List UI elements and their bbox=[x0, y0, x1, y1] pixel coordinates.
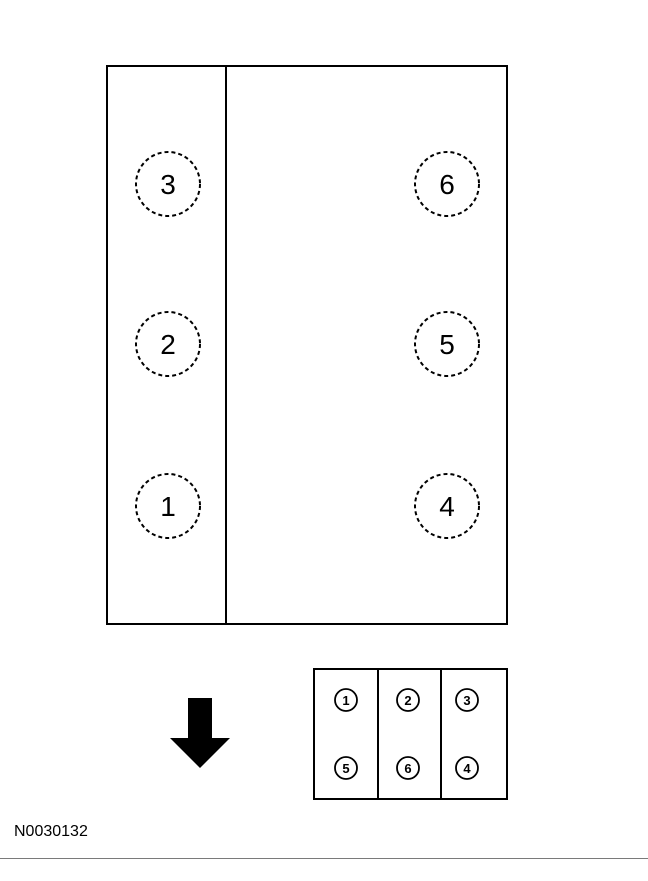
coil-terminal-2: 2 bbox=[396, 688, 420, 712]
engine-block-outline bbox=[106, 65, 508, 625]
coil-pack-outline bbox=[313, 668, 508, 800]
coil-terminal-4-label: 4 bbox=[463, 761, 471, 776]
coil-terminal-1: 1 bbox=[334, 688, 358, 712]
cylinder-2-label: 2 bbox=[160, 329, 176, 360]
bottom-rule bbox=[0, 858, 648, 859]
cylinder-6-label: 6 bbox=[439, 169, 455, 200]
coil-terminal-1-label: 1 bbox=[342, 693, 349, 708]
cylinder-5-label: 5 bbox=[439, 329, 455, 360]
cylinder-2: 2 bbox=[135, 311, 201, 377]
coil-terminal-2-label: 2 bbox=[404, 693, 411, 708]
cylinder-4: 4 bbox=[414, 473, 480, 539]
coil-terminal-6-label: 6 bbox=[404, 761, 411, 776]
coil-terminal-3: 3 bbox=[455, 688, 479, 712]
cylinder-1: 1 bbox=[135, 473, 201, 539]
coil-terminal-4: 4 bbox=[455, 756, 479, 780]
coil-terminal-5: 5 bbox=[334, 756, 358, 780]
cylinder-1-label: 1 bbox=[160, 491, 176, 522]
arrow-down-icon bbox=[170, 698, 230, 768]
cylinder-6: 6 bbox=[414, 151, 480, 217]
coil-terminal-6: 6 bbox=[396, 756, 420, 780]
cylinder-3-label: 3 bbox=[160, 169, 176, 200]
coil-terminal-3-label: 3 bbox=[463, 693, 470, 708]
cylinder-5: 5 bbox=[414, 311, 480, 377]
cylinder-3: 3 bbox=[135, 151, 201, 217]
cylinder-4-label: 4 bbox=[439, 491, 455, 522]
coil-terminal-5-label: 5 bbox=[342, 761, 349, 776]
figure-id: N0030132 bbox=[14, 823, 88, 840]
